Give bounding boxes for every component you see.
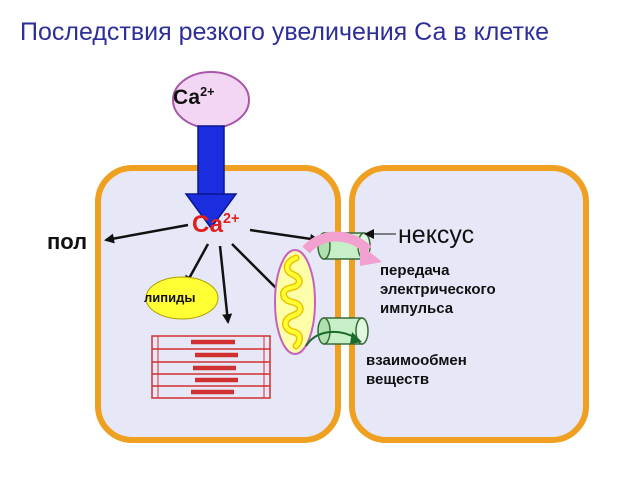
arrow-to-nexus — [249, 228, 320, 244]
note-line: веществ — [366, 371, 430, 388]
right-cell — [349, 165, 589, 443]
calcium-inside-symbol: Са — [192, 211, 223, 238]
nexus-label: нексус — [398, 221, 475, 249]
impulse-arrow — [302, 231, 382, 266]
lipid-droplet — [145, 276, 219, 320]
note-line: электрического — [380, 281, 496, 298]
substance-exchange-note: взаимообмен веществ — [366, 351, 467, 389]
arrow-to-pol — [104, 223, 189, 244]
calcium-outside-label: Са2+ — [173, 86, 214, 110]
calcium-outside-symbol: Са — [173, 86, 201, 109]
page-title: Последствия резкого увеличения Са в клет… — [20, 18, 550, 46]
myofibrils — [151, 335, 271, 399]
note-line: импульса — [380, 300, 454, 317]
calcium-inside-charge: 2+ — [222, 211, 240, 227]
arrow-to-myofibrils — [218, 245, 233, 324]
calcium-outside-charge: 2+ — [200, 85, 215, 99]
impulse-transfer-note: передача электрического импульса — [380, 261, 496, 318]
calcium-entry-arrow — [184, 125, 238, 230]
note-line: передача — [380, 262, 450, 279]
lipids-label: липиды — [144, 290, 196, 305]
calcium-inside-label: Са2+ — [192, 211, 239, 239]
mitochondrion — [274, 249, 316, 355]
nexus-channel-bottom — [305, 317, 369, 347]
note-line: взаимообмен — [366, 352, 467, 369]
pol-label: пол — [47, 229, 88, 254]
